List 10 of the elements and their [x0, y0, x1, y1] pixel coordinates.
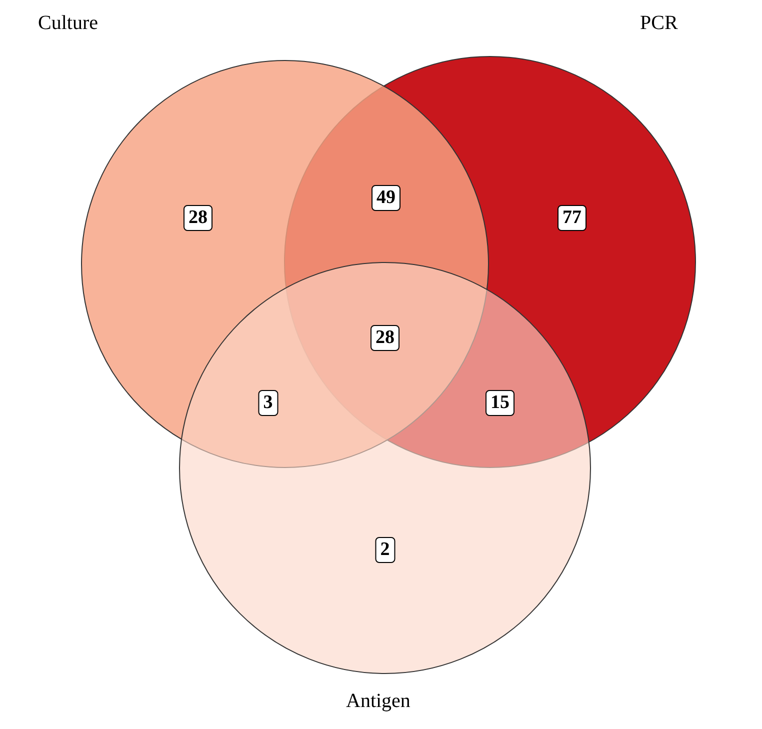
- region-count: 3: [258, 390, 278, 416]
- set-label: Culture: [38, 12, 98, 35]
- region-count: 15: [486, 390, 514, 416]
- region-count: 28: [184, 205, 212, 231]
- region-count: 28: [370, 325, 400, 351]
- region-count: 77: [558, 205, 586, 231]
- region-count: 49: [372, 185, 400, 211]
- region-count: 2: [375, 537, 395, 563]
- set-label: PCR: [640, 12, 678, 35]
- set-label: Antigen: [346, 690, 410, 713]
